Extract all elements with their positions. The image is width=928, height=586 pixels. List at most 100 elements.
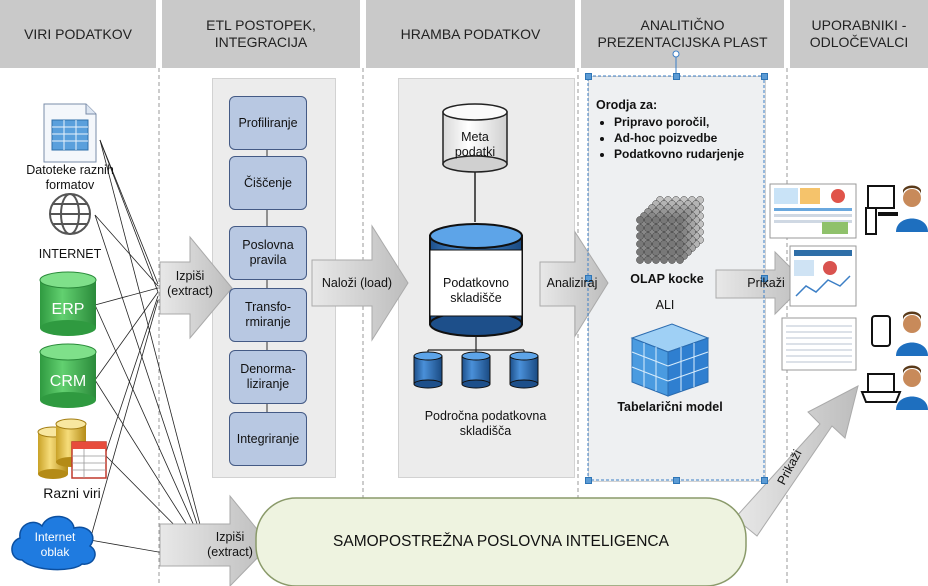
tools-item: Pripravo poročil, — [614, 114, 766, 130]
cloud-icon — [11, 515, 96, 571]
header-analytics-label: ANALITIČNO PREZENTACIJSKA PLAST — [597, 17, 768, 50]
olap-cube-sphere — [644, 240, 652, 248]
etl-step-label: Čiščenje — [244, 175, 292, 190]
arrow-extract-bottom — [159, 494, 271, 586]
selfservice-label: SAMOPOSTREŽNA POSLOVNA INTELIGENCA — [333, 533, 669, 550]
olap-cube-sphere — [636, 256, 644, 264]
olap-cube-sphere — [652, 224, 660, 232]
olap-cube-icon — [636, 196, 704, 264]
olap-cube-sphere — [660, 232, 668, 240]
person-icon-1 — [896, 185, 928, 232]
header-users-label: UPORABNIKI - ODLOČEVALCI — [809, 17, 909, 50]
various-sources-icon — [37, 418, 107, 479]
olap-cube-sphere — [636, 248, 644, 256]
olap-cube-sphere — [636, 232, 644, 240]
tools-block: Orodja za: Pripravo poročil, Ad-hoc poiz… — [596, 98, 766, 162]
arrow-show-label: Prikaži — [747, 276, 785, 290]
olap-cube-sphere — [668, 256, 676, 264]
tools-item: Ad-hoc poizvedbe — [614, 130, 766, 146]
tools-list: Pripravo poročil, Ad-hoc poizvedbe Podat… — [596, 114, 766, 162]
selection-handle[interactable] — [585, 477, 592, 484]
etl-step-label: Profiliranje — [238, 115, 298, 130]
selection-handle[interactable] — [585, 275, 592, 282]
etl-step-denormalizing: Denorma- liziranje — [229, 350, 307, 404]
olap-cube-sphere — [668, 240, 676, 248]
olap-cube-sphere — [652, 216, 660, 224]
source-internet-label: INTERNET — [38, 247, 102, 261]
header-etl-label: ETL POSTOPEK, INTEGRACIJA — [206, 17, 316, 50]
olap-cube-sphere — [660, 240, 668, 248]
olap-cube-sphere — [652, 248, 660, 256]
report-thumbnail-2 — [789, 245, 857, 307]
olap-cube-sphere — [636, 216, 644, 224]
etl-step-label: Denorma- liziranje — [240, 362, 296, 391]
or-label: ALI — [655, 298, 675, 312]
selection-handle[interactable] — [761, 477, 768, 484]
olap-cube-sphere — [676, 256, 684, 264]
source-cloud-label: Internet oblak — [34, 530, 76, 559]
olap-cube-sphere — [668, 248, 676, 256]
selection-handle[interactable] — [761, 275, 768, 282]
arrow-extract-label: Izpiši (extract) — [167, 269, 213, 298]
etl-step-business-rules: Poslovna pravila — [229, 226, 307, 280]
olap-cube-sphere — [676, 216, 684, 224]
olap-cube-sphere — [652, 232, 660, 240]
olap-cube-sphere — [652, 256, 660, 264]
spreadsheet-file-icon — [43, 103, 97, 163]
tabular-label: Tabelarični model — [617, 400, 723, 414]
person-icon-3 — [896, 365, 928, 410]
etl-step-integrating: Integriranje — [229, 412, 307, 466]
olap-cube-sphere — [676, 248, 684, 256]
data-mart-cylinders — [413, 351, 539, 389]
olap-cube-sphere — [644, 224, 652, 232]
header-sources-label: VIRI PODATKOV — [24, 25, 132, 42]
desktop-computer-icon — [865, 185, 898, 235]
olap-cube-sphere — [660, 216, 668, 224]
header-etl: ETL POSTOPEK, INTEGRACIJA — [162, 0, 360, 68]
warehouse-label: Podatkovno skladišče — [442, 276, 510, 305]
olap-cube-sphere — [668, 224, 676, 232]
person-icon-2 — [896, 311, 928, 356]
olap-cube-sphere — [660, 224, 668, 232]
arrow-load — [311, 224, 409, 342]
olap-cube-sphere — [644, 216, 652, 224]
crm-database-icon — [39, 343, 97, 408]
olap-cube-sphere — [660, 248, 668, 256]
tablet-icon — [871, 315, 891, 347]
report-thumbnail-3 — [781, 317, 857, 371]
laptop-icon — [860, 373, 902, 403]
etl-step-profiling: Profiliranje — [229, 96, 307, 150]
selection-handle[interactable] — [761, 73, 768, 80]
olap-cube-sphere — [636, 224, 644, 232]
arrow-analyze — [539, 230, 609, 338]
meta-data-cylinder — [442, 103, 508, 173]
olap-label: OLAP kocke — [630, 272, 704, 286]
selection-handle[interactable] — [673, 73, 680, 80]
tools-item: Podatkovno rudarjenje — [614, 146, 766, 162]
arrow-extract — [159, 235, 233, 340]
tools-title: Orodja za: — [596, 98, 658, 112]
report-thumbnail-1 — [769, 183, 857, 239]
header-analytics: ANALITIČNO PREZENTACIJSKA PLAST — [581, 0, 784, 68]
etl-step-label: Poslovna pravila — [242, 238, 294, 267]
olap-cube-sphere — [668, 232, 676, 240]
arrow-extract-bottom-label: Izpiši (extract) — [207, 530, 253, 559]
olap-cube-sphere — [644, 232, 652, 240]
olap-cube-sphere — [636, 240, 644, 248]
data-warehouse-cylinder — [429, 223, 523, 337]
source-various-label: Razni viri — [43, 485, 101, 501]
selection-handle[interactable] — [585, 73, 592, 80]
globe-icon — [49, 193, 91, 235]
selection-handle[interactable] — [673, 477, 680, 484]
olap-cube-sphere — [652, 240, 660, 248]
source-connection-lines — [89, 139, 205, 561]
olap-cube-sphere — [676, 232, 684, 240]
selfservice-box — [255, 497, 747, 586]
tabular-model-icon — [630, 323, 710, 397]
etl-step-cleaning: Čiščenje — [229, 156, 307, 210]
olap-cube-sphere — [644, 248, 652, 256]
source-erp-label: ERP — [51, 301, 85, 318]
olap-cube-sphere — [676, 240, 684, 248]
arrow-analyze-label: Analiziraj — [546, 276, 598, 290]
